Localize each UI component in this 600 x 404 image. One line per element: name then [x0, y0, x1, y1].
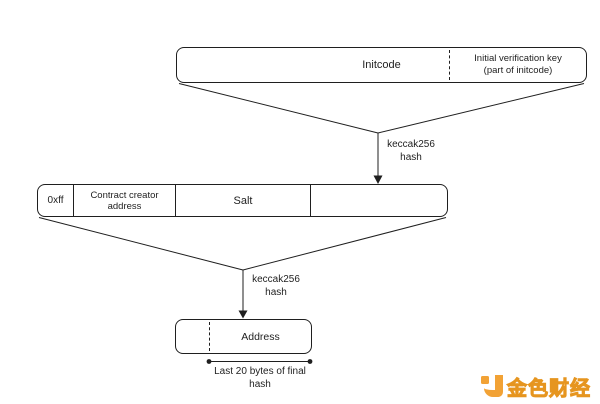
hash-step2-line1: keccak256	[252, 274, 300, 285]
empty-segment	[311, 185, 447, 216]
address-dashed-divider	[209, 322, 210, 351]
hash1-arrowhead	[373, 175, 383, 184]
hash-step1-label: keccak256 hash	[380, 139, 442, 164]
funnel-initcode-left-line	[178, 83, 379, 134]
initcode-label: Initcode	[362, 59, 401, 71]
address-label: Address	[241, 330, 280, 343]
verification-key-line2: (part of initcode)	[483, 65, 553, 76]
hash-step1-line1: keccak256	[387, 139, 435, 150]
address-box: Address	[175, 319, 312, 354]
initcode-box: Initcode Initial verification key (part …	[176, 47, 587, 83]
verification-key-label: Initial verification key (part of initco…	[450, 48, 586, 82]
prefix-0xff-segment: 0xff	[38, 185, 74, 216]
jinse-finance-logo: 金色财经	[481, 374, 591, 400]
funnel-create2-right-line	[242, 217, 447, 271]
hash-step2-label: keccak256 hash	[245, 274, 307, 299]
creator-address-segment: Contract creator address	[74, 185, 176, 216]
bytes-measure-dot-right	[307, 359, 313, 364]
bytes-note-line1: Last 20 bytes of final	[214, 366, 306, 377]
bytes-measure-dot-left	[206, 359, 212, 364]
funnel-initcode-right-line	[377, 83, 585, 134]
jinse-logo-icon	[481, 375, 503, 397]
initcode-dashed-divider	[449, 50, 450, 80]
salt-segment: Salt	[176, 185, 311, 216]
logo-j-shape	[484, 375, 503, 397]
hash-step2-line2: hash	[265, 286, 287, 298]
create2-input-box: 0xff Contract creator address Salt	[37, 184, 448, 217]
hash-step1-line2: hash	[400, 151, 422, 163]
jinse-logo-text: 金色财经	[507, 377, 591, 400]
bytes-note-line2: hash	[249, 378, 271, 390]
hash2-arrowhead	[238, 310, 248, 319]
bytes-note: Last 20 bytes of final hash	[197, 366, 323, 391]
funnel-create2-left-line	[38, 217, 244, 271]
verification-key-line1: Initial verification key	[474, 53, 562, 64]
